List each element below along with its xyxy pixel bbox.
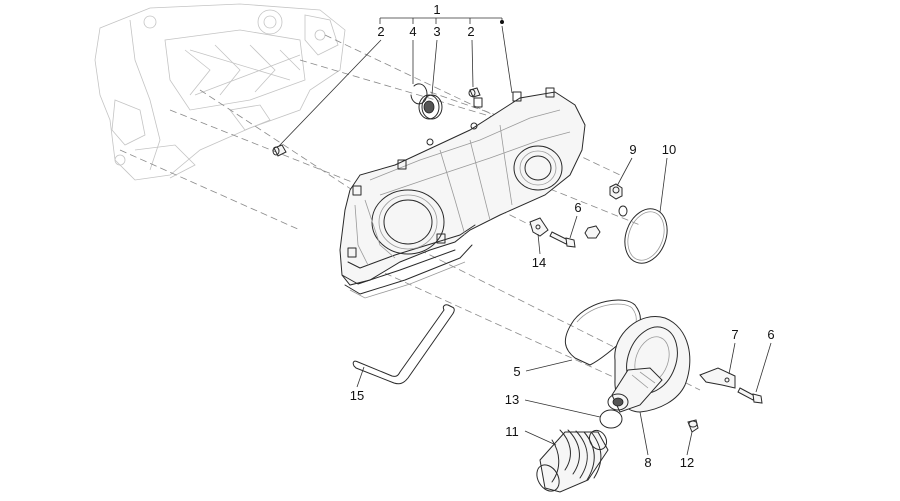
bullet-marker-icon bbox=[500, 20, 504, 24]
transmission-cover bbox=[339, 87, 586, 299]
dowel-pin-left bbox=[272, 144, 287, 157]
screw bbox=[687, 419, 699, 433]
callout-8: 8 bbox=[644, 455, 651, 470]
bellows-hose bbox=[536, 429, 609, 493]
callout-11: 11 bbox=[505, 424, 519, 439]
callout-6-upper: 6 bbox=[574, 200, 581, 215]
callout-13: 13 bbox=[505, 392, 519, 407]
bolt-upper bbox=[549, 231, 576, 248]
callout-14: 14 bbox=[532, 255, 546, 270]
callout-1: 1 bbox=[433, 2, 440, 17]
callout-2-left: 2 bbox=[377, 24, 384, 39]
washer bbox=[618, 205, 628, 217]
callout-4: 4 bbox=[409, 24, 416, 39]
callout-15: 15 bbox=[350, 388, 364, 403]
clip-bracket bbox=[699, 367, 736, 389]
callout-7: 7 bbox=[731, 327, 738, 342]
callout-12: 12 bbox=[680, 455, 694, 470]
bent-tube bbox=[352, 304, 455, 385]
bearing bbox=[418, 94, 443, 120]
crankcase-ghost bbox=[94, 3, 346, 181]
callout-group-1 bbox=[379, 17, 504, 24]
callout-6-lower: 6 bbox=[767, 327, 774, 342]
spacer-nut bbox=[584, 225, 601, 239]
dowel-pin-right bbox=[468, 87, 481, 98]
bracket bbox=[529, 217, 549, 237]
callout-2-right: 2 bbox=[467, 24, 474, 39]
bolt-lower bbox=[737, 387, 763, 404]
o-ring-gasket bbox=[624, 208, 668, 264]
callout-5: 5 bbox=[513, 364, 520, 379]
circlip bbox=[410, 83, 428, 105]
leader-lines bbox=[278, 25, 772, 456]
callout-3: 3 bbox=[433, 24, 440, 39]
callout-9: 9 bbox=[629, 142, 636, 157]
clamp-ring bbox=[599, 409, 623, 429]
air-duct-cover bbox=[607, 316, 691, 413]
nut bbox=[609, 183, 623, 200]
callout-10: 10 bbox=[662, 142, 676, 157]
